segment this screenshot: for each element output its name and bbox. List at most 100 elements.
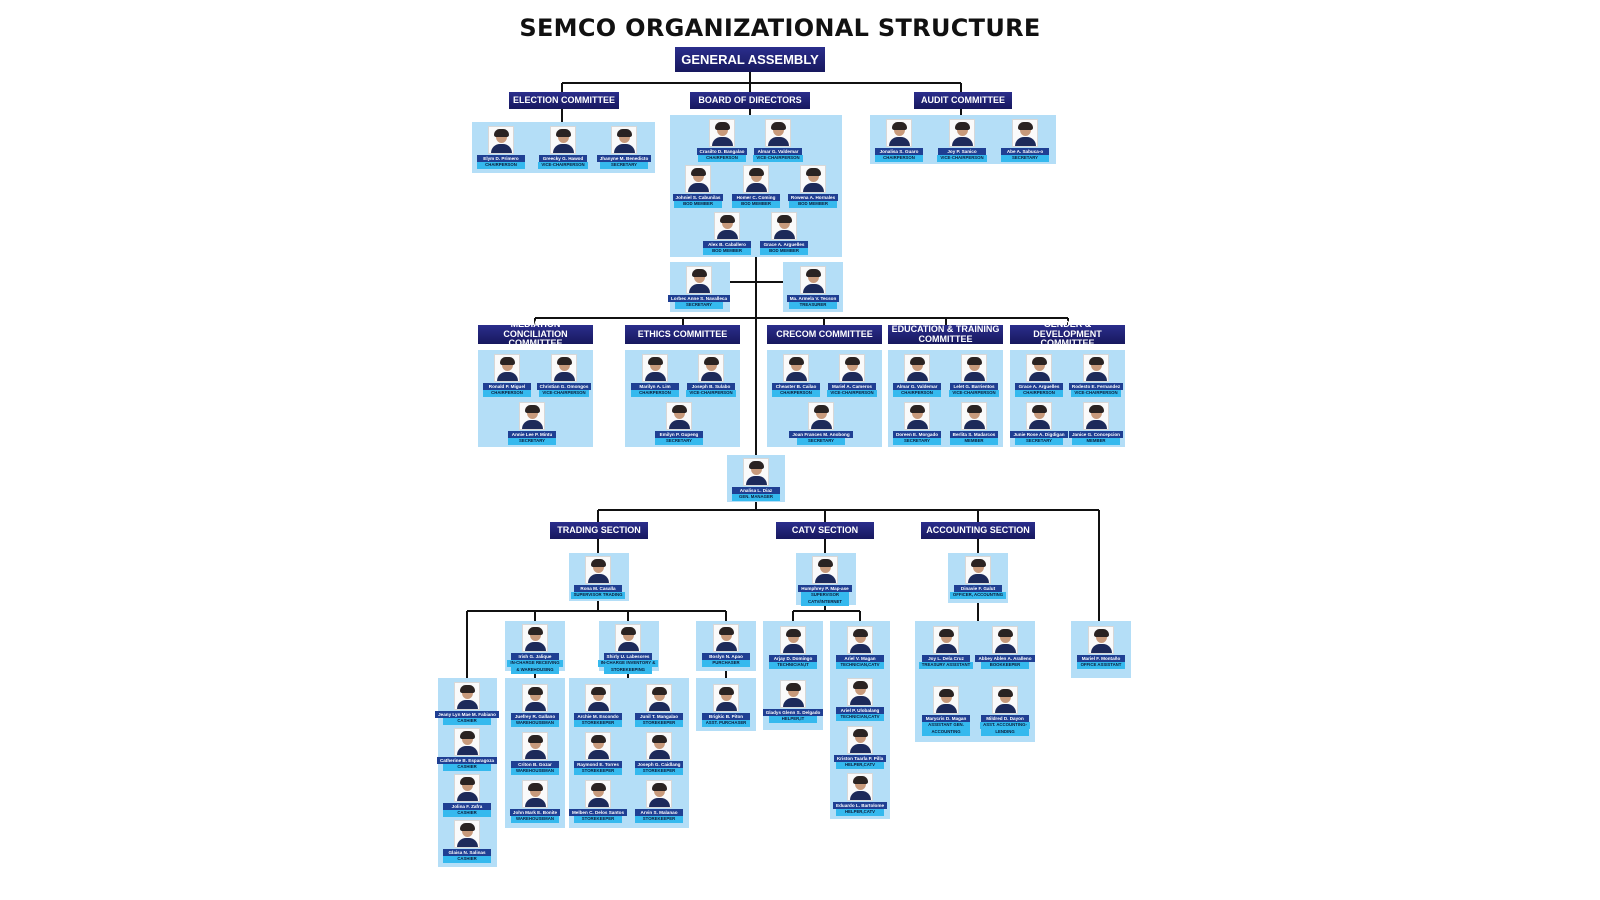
member-role: STOREKEEPER bbox=[635, 768, 683, 775]
member-role: VICE-CHAIRPERSON bbox=[686, 390, 736, 397]
member-photo bbox=[646, 780, 672, 808]
member-name: Rodesto E. Fernandez bbox=[1068, 383, 1124, 391]
member-role: HELPER,CATV bbox=[836, 762, 884, 769]
member-photo bbox=[933, 686, 959, 714]
member-name: Joy P. Sanico bbox=[938, 148, 986, 156]
member-role: SECRETARY bbox=[600, 162, 648, 169]
member-role: IN-CHARGE INVENTORY & bbox=[597, 660, 659, 667]
member-photo bbox=[522, 732, 548, 760]
member-role: BOD MEMBER bbox=[703, 248, 751, 255]
header-audit: AUDIT COMMITTEE bbox=[914, 92, 1012, 109]
member-photo bbox=[686, 266, 712, 294]
member-photo bbox=[550, 126, 576, 154]
member-role: CHAIRPERSON bbox=[483, 390, 531, 397]
member-photo bbox=[685, 165, 711, 193]
member-name: John Mark E. Bonite bbox=[509, 809, 561, 817]
member-name: Rowena A. Hornales bbox=[787, 194, 839, 202]
member-name: Melben C. Delos Santos bbox=[568, 809, 628, 817]
member-role: ASST. ACCOUNTING- bbox=[980, 722, 1030, 729]
member-photo bbox=[847, 678, 873, 706]
member-photo bbox=[454, 728, 480, 756]
member-role: ASSISTANT GEN. bbox=[922, 722, 970, 729]
member-photo bbox=[454, 774, 480, 802]
member-name: Shirly U. Labesores bbox=[603, 653, 653, 661]
member-name: Johniel S. Cabunilas bbox=[672, 194, 724, 202]
member-name: Ariel V. Magan bbox=[836, 655, 884, 663]
member-name: Gladys Glenn S. Delgado bbox=[762, 709, 824, 717]
member-photo bbox=[965, 556, 991, 584]
member-role: VICE-CHAIRPERSON bbox=[753, 155, 803, 162]
header-catv: CATV SECTION bbox=[776, 522, 874, 539]
member-name: Emilyn P. Gupeng bbox=[655, 431, 703, 439]
member-role: CASHIER bbox=[443, 856, 491, 863]
member-name: Analisa L. Diaz bbox=[732, 487, 780, 495]
member-name: Dinavie F. Galut bbox=[954, 585, 1002, 593]
member-photo bbox=[551, 354, 577, 382]
member-name: Lelet G. Barrientos bbox=[950, 383, 998, 391]
member-photo bbox=[1012, 119, 1038, 147]
member-name: Glaisa N. Salinas bbox=[443, 849, 491, 857]
header-crecom: CRECOM COMMITTEE bbox=[767, 325, 882, 344]
member-photo bbox=[771, 212, 797, 240]
member-role: ASST. PURCHASER bbox=[702, 720, 750, 727]
member-name: Criton B. Gozar bbox=[511, 761, 559, 769]
member-role: CHAIRPERSON bbox=[1015, 390, 1063, 397]
member-name: Catherine B. Esparagoza bbox=[436, 757, 498, 765]
member-role: CHAIRPERSON bbox=[875, 155, 923, 162]
member-photo bbox=[519, 402, 545, 430]
member-photo bbox=[743, 165, 769, 193]
member-name: Abe A. Sabuca-o bbox=[1001, 148, 1049, 156]
member-role: SECRETARY bbox=[1015, 438, 1063, 445]
member-role: CHAIRPERSON bbox=[772, 390, 820, 397]
member-role: STOREKEEPER bbox=[574, 768, 622, 775]
member-role: STOREKEEPER bbox=[574, 816, 622, 823]
member-photo bbox=[585, 684, 611, 712]
member-photo bbox=[522, 684, 548, 712]
member-role: IN-CHARGE RECEIVING bbox=[507, 660, 563, 667]
member-name: Marycris D. Magan bbox=[922, 715, 970, 723]
member-name: Arvin S. Malanao bbox=[635, 809, 683, 817]
member-name: Junil T. Mangalao bbox=[635, 713, 683, 721]
member-photo bbox=[1026, 402, 1052, 430]
member-photo bbox=[886, 119, 912, 147]
member-name: Joseph B. Sulabo bbox=[687, 383, 735, 391]
member-name: Abbey Ablen A. Aralleno bbox=[975, 655, 1035, 663]
member-name: Joan Frances M. Anobong bbox=[789, 431, 853, 439]
member-name: Lorbec Anne S. Navalleca bbox=[668, 295, 730, 303]
member-name: Ma. Armela V. Tecson bbox=[786, 295, 840, 303]
header-board: BOARD OF DIRECTORS bbox=[690, 92, 810, 109]
member-role: TECHNICIAN,IT bbox=[769, 662, 817, 669]
member-photo bbox=[522, 624, 548, 652]
member-role: GEN. MANAGER bbox=[732, 494, 780, 501]
member-name: Elym D. Primero bbox=[477, 155, 525, 163]
member-name: Marilyn A. Lim bbox=[631, 383, 679, 391]
member-photo bbox=[992, 626, 1018, 654]
member-role: TREASURY ASSISTANT bbox=[918, 662, 974, 669]
member-role: VICE-CHAIRPERSON bbox=[1071, 390, 1121, 397]
member-name: Eduardo L. Bartolome bbox=[833, 802, 887, 810]
member-role: BOD MEMBER bbox=[732, 201, 780, 208]
member-name: Boslyn N. Apao bbox=[702, 653, 750, 661]
member-photo bbox=[642, 354, 668, 382]
